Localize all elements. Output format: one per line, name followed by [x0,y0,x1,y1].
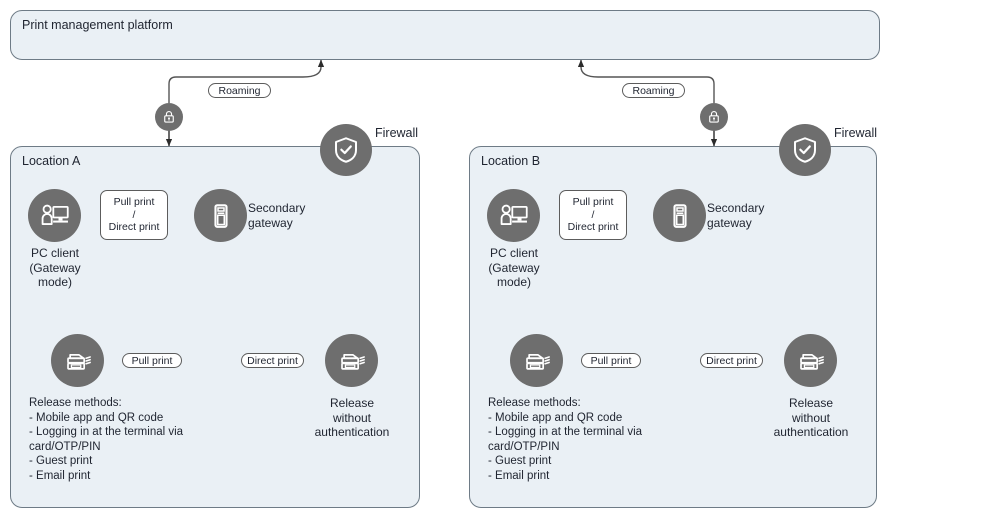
no-auth-caption-b: Release without authentication [773,396,849,439]
release-methods-a: Release methods: - Mobile app and QR cod… [29,397,184,482]
wire-b-roaming-up [577,59,715,103]
printer-icon [340,353,365,370]
shield-check-icon [335,137,357,163]
pc-client-node-a [28,189,81,242]
pull-print-printer-node-b [510,334,563,387]
pc-client-caption-a: PC client (Gateway mode) [29,246,81,289]
shield-check-icon [794,137,816,163]
secondary-gateway-node-b [653,189,706,242]
pull-print-printer-node-a [51,334,104,387]
server-tower-icon [213,203,228,228]
direct-print-pill-b: Direct print [700,353,763,368]
secondary-gateway-caption-a: Secondary gateway [248,201,306,230]
server-tower-icon [672,203,687,228]
print-mode-box-b: Pull print / Direct print [559,190,627,240]
secondary-gateway-caption-b: Secondary gateway [707,201,765,230]
printer-icon [66,353,91,370]
lock-node-a [155,103,183,131]
secondary-gateway-node-a [194,189,247,242]
printer-icon [799,353,824,370]
printer-icon [525,353,550,370]
direct-print-printer-node-a [325,334,378,387]
location-b-title: Location B [481,154,541,168]
pc-client-icon [41,204,69,225]
direct-print-printer-node-b [784,334,837,387]
no-auth-caption-a: Release without authentication [314,396,390,439]
firewall-label-b: Firewall [834,126,878,140]
roaming-pill-b: Roaming [622,83,685,98]
print-mode-box-a: Pull print / Direct print [100,190,168,240]
firewall-node-a [320,124,372,176]
pc-client-caption-b: PC client (Gateway mode) [488,246,540,289]
pull-print-pill-b: Pull print [581,353,641,368]
pull-print-pill-a: Pull print [122,353,182,368]
lock-node-b [700,103,728,131]
wire-a-roaming-up [168,59,325,103]
direct-print-pill-a: Direct print [241,353,304,368]
print-management-platform-panel [10,10,880,60]
firewall-node-b [779,124,831,176]
platform-title: Print management platform [22,18,173,32]
lock-icon [164,111,174,123]
firewall-label-a: Firewall [375,126,419,140]
pc-client-node-b [487,189,540,242]
location-a-title: Location A [22,154,81,168]
release-methods-b: Release methods: - Mobile app and QR cod… [488,397,643,482]
roaming-pill-a: Roaming [208,83,271,98]
lock-icon [709,111,719,123]
pc-client-icon [500,204,528,225]
